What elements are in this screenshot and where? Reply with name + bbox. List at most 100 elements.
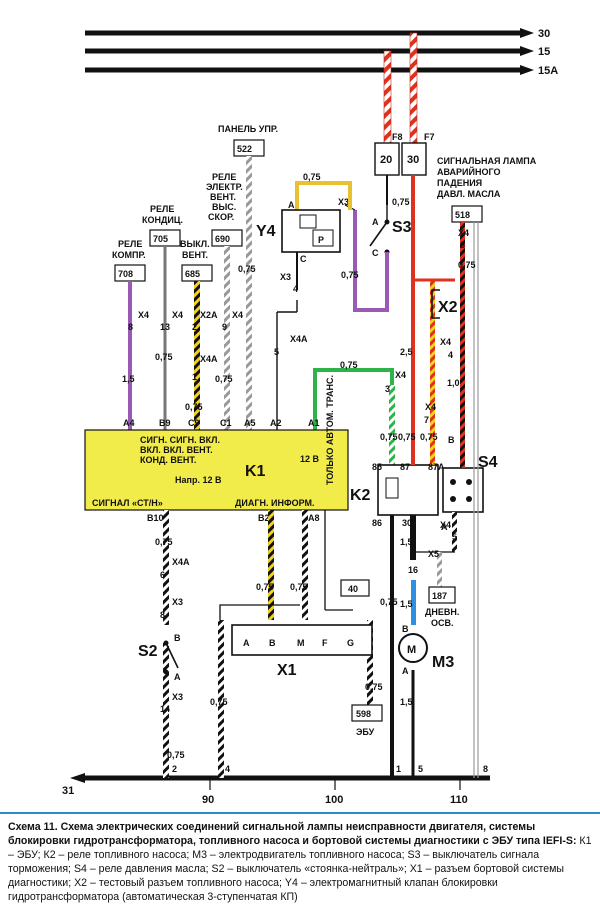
- y4-x4a-label: X4A: [290, 334, 308, 344]
- m3-m: M: [407, 644, 416, 656]
- signal-num: 518: [455, 210, 470, 220]
- fuse-f7-value: 30: [407, 154, 419, 166]
- val-075-86: 0,75: [380, 597, 398, 607]
- val-k2-87: 0,75: [398, 432, 416, 442]
- x4-c1: X4: [232, 310, 243, 320]
- signal-l1: СИГНАЛЬНАЯ ЛАМПА: [437, 156, 537, 166]
- s4-pin-a: A: [441, 522, 448, 532]
- pin-8a: 8: [128, 322, 133, 332]
- m3-label: M3: [432, 654, 454, 671]
- k1-inner-1: СИГН. СИГН. ВКЛ.: [140, 435, 220, 445]
- s3-pin-a: A: [372, 217, 379, 227]
- k1-signal: СИГНАЛ «СТ/Н»: [92, 498, 163, 508]
- k1-napr: Напр. 12 В: [175, 475, 222, 485]
- rele-ekv-l1: РЕЛЕ: [212, 172, 236, 182]
- y4-label: Y4: [256, 223, 276, 240]
- val-green: 0,75: [340, 360, 358, 370]
- k2-relay: [377, 278, 455, 778]
- x4-k2: X4: [425, 402, 436, 412]
- x4-a4: X4: [138, 310, 149, 320]
- rele-kond-l2: КОНДИЦ.: [142, 215, 183, 225]
- k1-pin-c1: C1: [220, 418, 232, 428]
- x4-s4b: X4: [440, 520, 451, 530]
- figure-caption: Схема 11. Схема электрических соединений…: [0, 812, 600, 908]
- k2-label: K2: [350, 487, 371, 504]
- pin-16: 16: [408, 565, 418, 575]
- k1-pin-a1: A1: [308, 418, 320, 428]
- x2a-c9: X2A: [200, 310, 218, 320]
- k1-pin-a2: A2: [270, 418, 282, 428]
- gnd-pin-5: 5: [418, 764, 423, 774]
- x4-b9: X4: [172, 310, 183, 320]
- rele-ekv-l4: ВЫС.: [212, 202, 236, 212]
- rele-kompr-l1: РЕЛЕ: [118, 239, 142, 249]
- s2-pin-b: B: [174, 633, 181, 643]
- s3-label: S3: [392, 219, 412, 236]
- s2-switch: [163, 625, 179, 675]
- val-b9: 0,75: [155, 352, 173, 362]
- val-x1-g: 0,75: [365, 682, 383, 692]
- y4-x3-pin: 4: [293, 284, 298, 294]
- caption-title: Схема 11. Схема электрических соединений…: [8, 821, 577, 847]
- rele-ekv-l5: СКОР.: [208, 212, 234, 222]
- k1-pin-b10: B10: [147, 513, 164, 523]
- s2-pin-a: A: [174, 672, 181, 682]
- s3-violet-val: 0,75: [341, 270, 359, 280]
- x4a-c9: X4A: [200, 354, 218, 364]
- pin-8b: 8: [160, 610, 165, 620]
- wiring-diagram: 30 15 15A 31 90 100 110 F8 F7 20 30 S3 A…: [62, 28, 558, 806]
- rele-kond-l1: РЕЛЕ: [150, 204, 174, 214]
- x1-label: X1: [277, 662, 297, 679]
- signal-l4: ДАВЛ. МАСЛА: [437, 189, 501, 199]
- x4-signal: X4: [458, 228, 469, 238]
- m3-pin-a: A: [402, 666, 409, 676]
- dnevn-num: 187: [432, 591, 447, 601]
- val-s2-down: 0,75: [167, 750, 185, 760]
- vykl-num: 685: [185, 269, 200, 279]
- x5-label: X5: [428, 549, 439, 559]
- val-signal: 0,75: [458, 260, 476, 270]
- x1-pin-g: G: [347, 638, 354, 648]
- dnevn-l2: ОСВ.: [431, 618, 454, 628]
- k1-pin-a8: A8: [308, 513, 320, 523]
- val-c9: 0,75: [185, 402, 203, 412]
- s4-pin-b: B: [448, 435, 455, 445]
- k1-diagn: ДИАГН. ИНФОРМ.: [235, 498, 315, 508]
- axis-110: 110: [450, 794, 468, 806]
- pin-1: 1: [192, 372, 197, 382]
- k1-feed-wires: [128, 156, 395, 465]
- vykl-l1: ВЫКЛ.: [180, 239, 210, 249]
- ebu-label: ЭБУ: [356, 727, 375, 737]
- k1-pin-c9: C9: [188, 418, 200, 428]
- fuse-f8-label: F8: [392, 132, 403, 142]
- s4-label: S4: [478, 454, 498, 471]
- val-c1: 0,75: [215, 374, 233, 384]
- s2-label: S2: [138, 643, 158, 660]
- val-15-blue: 1,5: [400, 599, 413, 609]
- k1-inner-2: ВКЛ. ВКЛ. ВЕНТ.: [140, 445, 213, 455]
- axis-100: 100: [325, 794, 343, 806]
- x4-green: X4: [395, 370, 406, 380]
- s4-relay: [415, 222, 484, 778]
- caption-body: К1 – ЭБУ; К2 – реле топливного насоса; М…: [8, 835, 592, 903]
- val-15-m3: 1,5: [400, 697, 413, 707]
- k1-name: K1: [245, 463, 266, 480]
- y4-p: P: [318, 235, 324, 245]
- rele-ekv-num: 690: [215, 234, 230, 244]
- val-a4: 1,5: [122, 374, 135, 384]
- bus-31-label: 31: [62, 785, 74, 797]
- s3-x3-label: X3: [338, 197, 349, 207]
- k1-pin-b2: B2: [258, 513, 270, 523]
- val-k2-87a: 0,75: [420, 432, 438, 442]
- val-25: 2,5: [400, 347, 413, 357]
- signal-l3: ПАДЕНИЯ: [437, 178, 482, 188]
- y4-wire-val: 0,75: [303, 172, 321, 182]
- y4-pin-c: C: [300, 254, 307, 264]
- dnevn-l1: ДНЕВН.: [425, 607, 459, 617]
- ebu-num: 598: [356, 709, 371, 719]
- rele-kond-num: 705: [153, 234, 168, 244]
- x1-pin-b: B: [269, 638, 276, 648]
- rele-kompr-num: 708: [118, 269, 133, 279]
- x1-pin-a: A: [243, 638, 250, 648]
- val-x1-a: 0,75: [210, 697, 228, 707]
